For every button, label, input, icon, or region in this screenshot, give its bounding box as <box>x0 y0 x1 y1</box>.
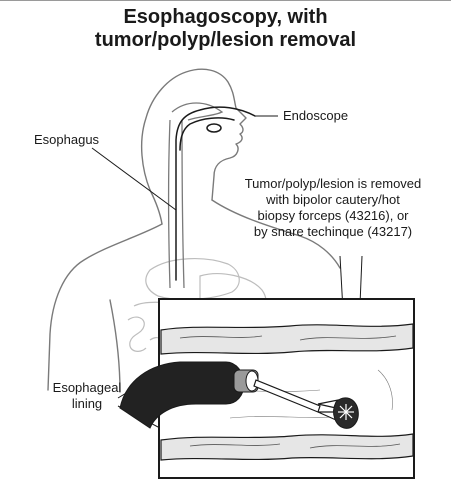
lower-wall-band <box>161 434 413 460</box>
removal-note-line-2: with bipolor cautery/hot <box>222 192 444 208</box>
esophagus-wall-right <box>182 120 184 288</box>
removal-note: Tumor/polyp/lesion is removed with bipol… <box>222 176 444 240</box>
esophageal-lining-line-1: Esophageal <box>44 380 130 396</box>
removal-note-line-4: by snare techinque (43217) <box>222 224 444 240</box>
endoscope-tube-inner <box>180 118 234 150</box>
esophagus-wall-left <box>169 120 171 288</box>
esophageal-lining-line-2: lining <box>44 396 130 412</box>
tumor-lesion <box>334 398 359 428</box>
back-outline <box>110 300 120 392</box>
esophagus-pointer <box>92 148 176 210</box>
endoscope-label: Endoscope <box>283 108 348 124</box>
removal-note-line-3: biopsy forceps (43216), or <box>222 208 444 224</box>
esophagus-label: Esophagus <box>34 132 99 148</box>
intestine-loops <box>128 317 163 351</box>
esophageal-lining-label: Esophageal lining <box>44 380 130 412</box>
shoulder-and-arm-left <box>48 224 162 390</box>
cautery-spark-icon <box>338 404 354 420</box>
liver-outline <box>146 259 239 300</box>
mouth-opening <box>207 124 221 132</box>
upper-wall-band <box>161 324 413 354</box>
removal-note-line-1: Tumor/polyp/lesion is removed <box>222 176 444 192</box>
